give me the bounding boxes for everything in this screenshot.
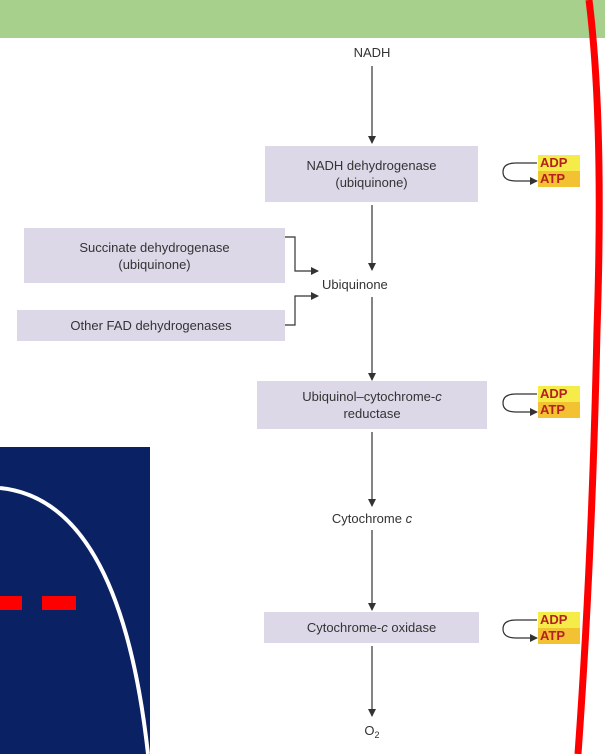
cytc-text: Cytochrome: [331, 511, 406, 526]
succinate-line2: (ubiquinone): [118, 256, 191, 272]
atp-label-3: ATP: [538, 628, 580, 644]
c3-line1-italic: c: [435, 389, 442, 404]
node-nadh: NADH: [337, 44, 407, 61]
box-cytochrome-c-oxidase: Cytochrome-c oxidase: [264, 612, 479, 643]
ubiquinone-label: Ubiquinone: [322, 277, 388, 292]
box-succinate-dehydrogenase: Succinate dehydrogenase (ubiquinone): [24, 228, 285, 283]
succinate-line1: Succinate dehydrogenase: [79, 239, 230, 255]
energy-loop-3: [502, 619, 538, 642]
box-other-fad-dehydrogenases: Other FAD dehydrogenases: [17, 310, 285, 341]
navy-panel: [0, 447, 150, 754]
arrow-fad-to-ubq: [285, 292, 319, 326]
c3-line2: reductase: [343, 406, 401, 421]
adp-label-1: ADP: [538, 155, 580, 171]
node-nadh-label: NADH: [353, 45, 391, 60]
energy-loop-2: [502, 393, 538, 416]
atp-label-1: ATP: [538, 171, 580, 187]
other-fad-label: Other FAD dehydrogenases: [70, 318, 232, 333]
atp-label-2: ATP: [538, 402, 580, 418]
box-ubiquinol-cytochrome-c-reductase: Ubiquinol–cytochrome-c reductase: [257, 381, 487, 429]
energy-site-2: ADP ATP: [538, 386, 580, 418]
cytc-italic: c: [405, 511, 413, 526]
node-o2: O2: [352, 722, 392, 744]
c3-line1: Ubiquinol–cytochrome-c: [302, 388, 441, 405]
c4-italic: c: [381, 620, 388, 635]
energy-site-1: ADP ATP: [538, 155, 580, 187]
c4-prefix: Cytochrome-: [306, 620, 382, 635]
arrow-succinate-to-ubq: [285, 236, 319, 275]
c4-label: Cytochrome-c oxidase: [307, 619, 436, 636]
node-ubiquinone: Ubiquinone: [322, 276, 432, 293]
node-cytochrome-c: Cytochrome c: [302, 510, 442, 527]
adp-label-3: ADP: [538, 612, 580, 628]
c3-line1-text: Ubiquinol–cytochrome-: [302, 389, 436, 404]
red-vertical-stroke: [574, 0, 603, 754]
c1-line1: NADH dehydrogenase: [306, 158, 437, 173]
o2-base: O: [364, 723, 375, 738]
adp-label-2: ADP: [538, 386, 580, 402]
c1-line2: (ubiquinone): [335, 175, 408, 190]
energy-site-3: ADP ATP: [538, 612, 580, 644]
c4-suffix: oxidase: [387, 620, 437, 635]
o2-subscript: 2: [374, 730, 380, 740]
box-nadh-dehydrogenase: NADH dehydrogenase (ubiquinone): [265, 146, 478, 202]
header-bar: [0, 0, 605, 38]
energy-loop-1: [502, 162, 538, 185]
